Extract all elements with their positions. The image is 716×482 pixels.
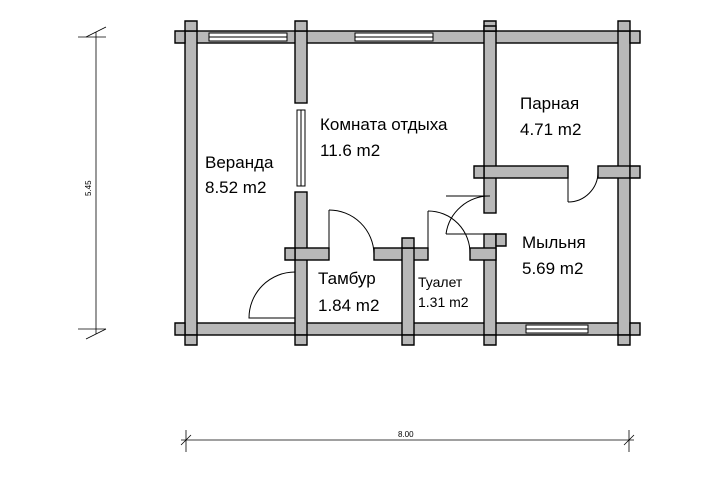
room-area-toilet: 1.31 m2 <box>418 294 469 310</box>
room-name-vestibule: Тамбур <box>318 269 376 288</box>
room-name-toilet: Туалет <box>418 274 463 290</box>
room-area-rest-room: 11.6 m2 <box>320 141 380 160</box>
joint-top-2b <box>483 25 497 32</box>
joint-bottom-3 <box>483 334 497 346</box>
joint-toilet-top <box>401 237 415 249</box>
room-name-rest-room: Комната отдыха <box>320 115 448 134</box>
steam-wall-left <box>483 165 569 179</box>
joint-steam-left <box>473 165 485 179</box>
joint-top-1 <box>294 20 308 32</box>
corner-bottom-left <box>174 322 198 346</box>
corner-bottom-right <box>617 322 641 346</box>
corner-top-right <box>617 20 641 44</box>
steam-partition-vertical <box>483 30 497 214</box>
vestibule-top-wall-left <box>294 247 330 261</box>
door-washroom <box>445 195 491 235</box>
door-vestibule-veranda <box>248 271 296 319</box>
toilet-left-wall <box>401 247 415 336</box>
dimension-vertical: 5.45 <box>78 26 107 340</box>
veranda-partition-upper <box>294 30 308 104</box>
room-name-steam: Парная <box>520 94 579 113</box>
left-wall <box>184 30 198 336</box>
vestibule-top-wall-mid <box>373 247 429 261</box>
toilet-top-wall-right <box>469 247 497 261</box>
room-name-veranda: Веранда <box>205 153 274 172</box>
room-area-veranda: 8.52 m2 <box>205 178 266 197</box>
room-area-washroom: 5.69 m2 <box>522 259 583 278</box>
room-labels: Веранда 8.52 m2 Комната отдыха 11.6 m2 П… <box>205 94 586 315</box>
joint-washroom-left <box>495 233 507 247</box>
doors <box>248 171 599 319</box>
room-area-steam: 4.71 m2 <box>520 120 581 139</box>
joint-vestibule-left <box>284 247 296 261</box>
joint-bottom-1 <box>294 334 308 346</box>
door-vestibule-rest-room <box>328 209 375 255</box>
windows <box>208 32 589 334</box>
door-toilet <box>427 210 471 255</box>
joint-bottom-2 <box>401 334 415 346</box>
dimension-horizontal: 8.00 <box>180 430 635 452</box>
dimension-height-label: 5.45 <box>84 180 93 196</box>
corner-top-left <box>174 20 198 44</box>
veranda-partition-lower <box>294 191 308 336</box>
door-steam-room <box>567 171 599 203</box>
room-area-vestibule: 1.84 m2 <box>318 296 379 315</box>
steam-wall-right <box>597 165 631 179</box>
room-name-washroom: Мыльня <box>522 233 586 252</box>
joint-right-mid <box>629 165 641 179</box>
log-joints <box>174 20 641 346</box>
dimension-width-label: 8.00 <box>398 430 414 439</box>
right-wall <box>617 30 631 336</box>
